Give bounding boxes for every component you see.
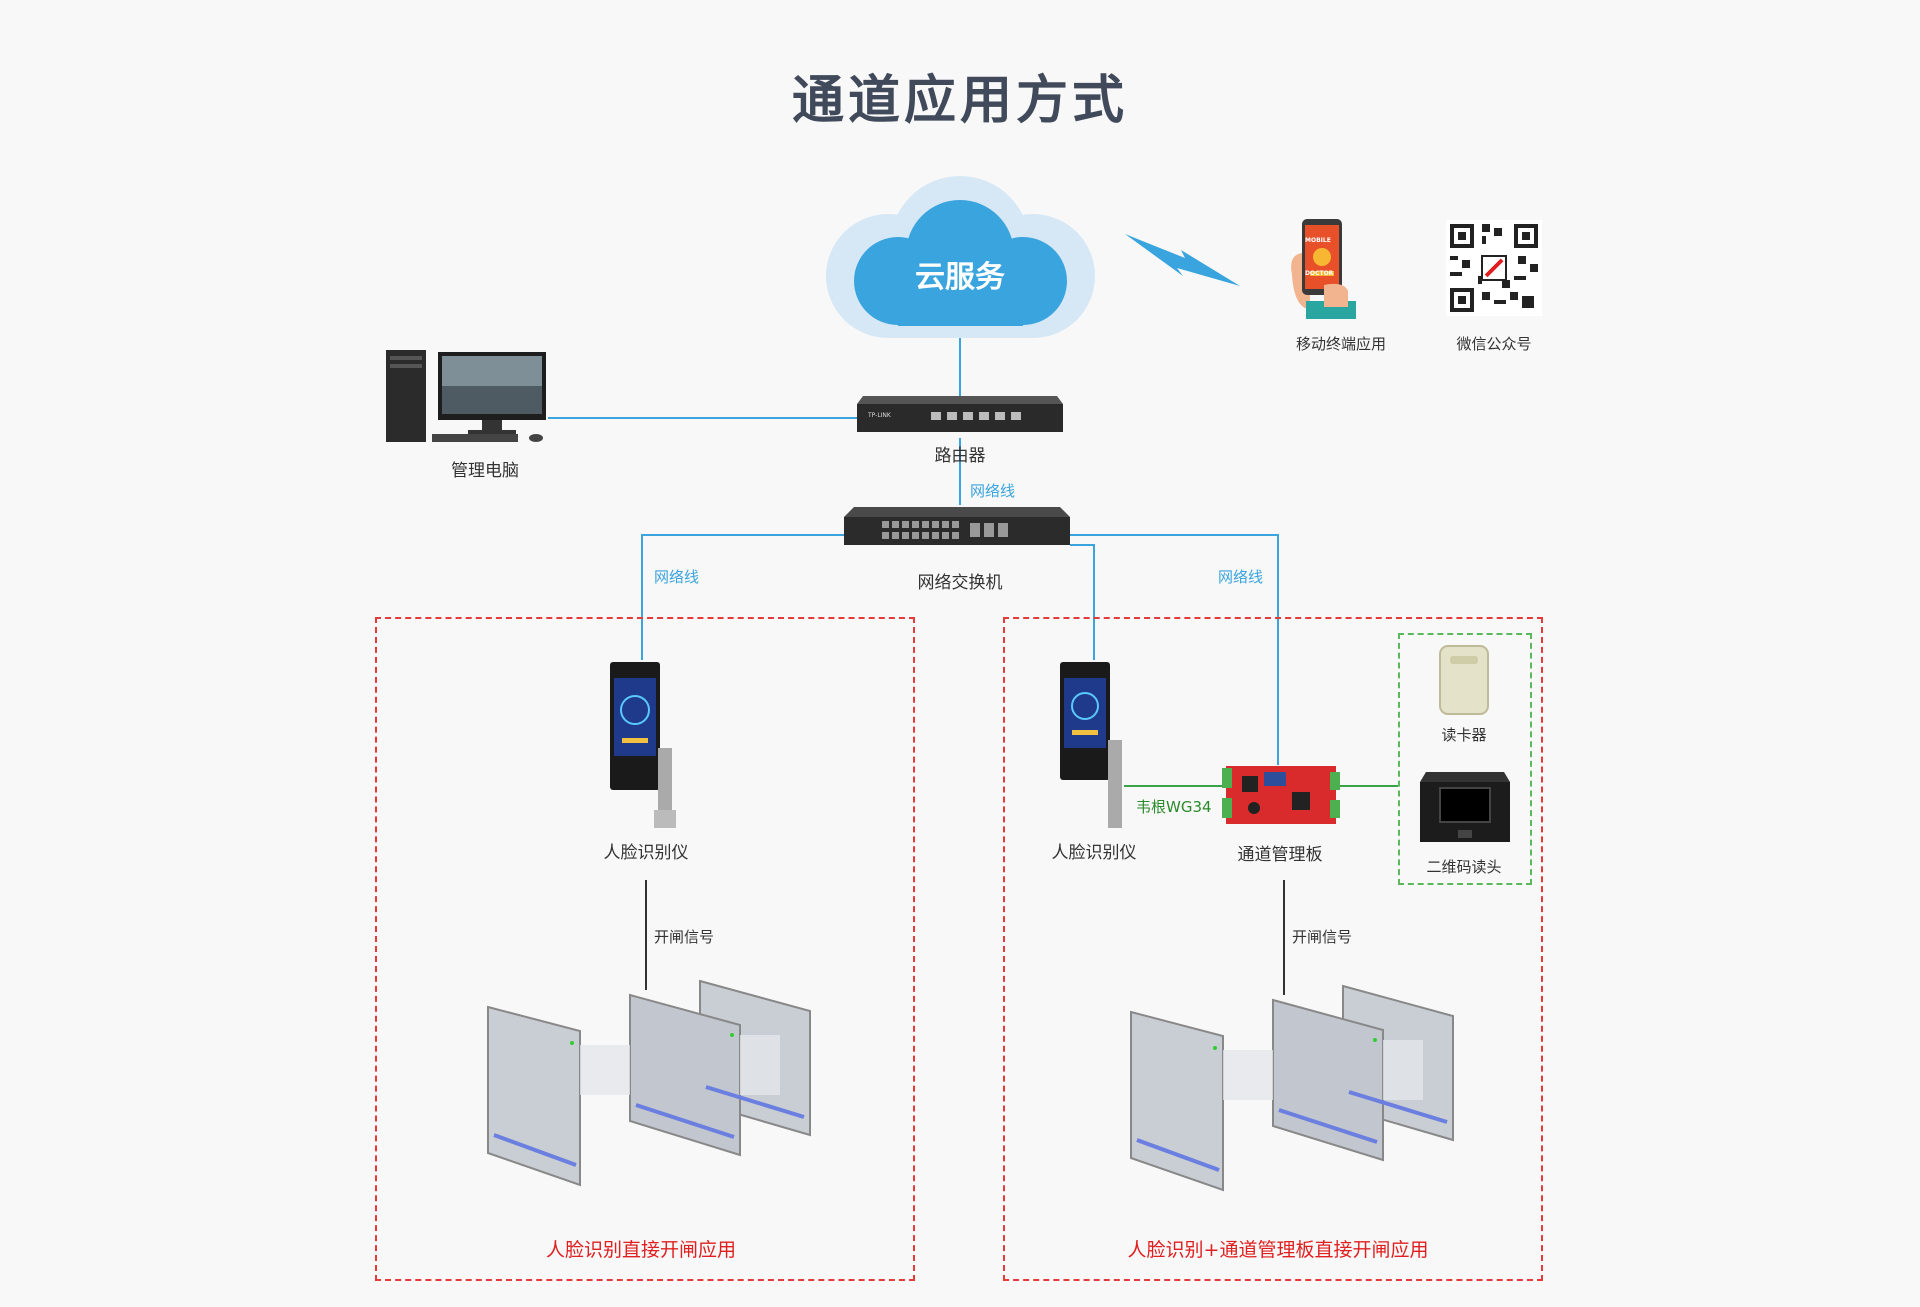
board-label: 通道管理板 [1237,845,1323,865]
controller-board-icon [1222,766,1340,824]
phone-screen-text-1: MOBILE [1305,237,1331,244]
phone-screen-text-2: DOCTOR [1305,270,1334,277]
face-terminal-right-icon [1060,662,1122,828]
line-switch-board [1070,534,1279,765]
line-switch-face-right [1070,544,1095,660]
turnstile-gates-right-icon [1130,984,1454,1192]
wechat-label: 微信公众号 [1456,335,1532,353]
zone-right [1003,617,1543,1281]
router-brand: TP-LINK [868,412,891,419]
qr-reader-label: 二维码读头 [1426,858,1502,876]
switch-label: 网络交换机 [917,573,1003,593]
page-title: 通道应用方式 [791,71,1128,131]
gate-signal-left-label: 开闸信号 [654,928,715,946]
net-line-label-center: 网络线 [970,482,1016,500]
net-line-label-right: 网络线 [1218,568,1264,586]
qr-reader-icon [1420,772,1510,842]
mobile-label: 移动终端应用 [1295,335,1387,353]
face-terminal-left-icon [610,662,676,828]
zone-left [375,617,915,1281]
net-line-label-left: 网络线 [654,568,700,586]
card-reader-icon [1439,645,1489,715]
zone-left-label: 人脸识别直接开闸应用 [545,1239,737,1261]
turnstile-gates-left-icon [487,979,811,1187]
reader-group [1398,633,1532,885]
face-right-label: 人脸识别仪 [1051,843,1137,863]
router-label: 路由器 [934,446,986,466]
face-left-label: 人脸识别仪 [603,843,689,863]
qr-code-icon [1446,220,1542,316]
computer-icon [386,350,546,442]
wiegand-label: 韦根WG34 [1136,798,1212,816]
network-switch-icon [844,507,1070,545]
zone-right-label: 人脸识别+通道管理板直接开闸应用 [1127,1239,1429,1261]
router-icon [857,396,1063,432]
gate-signal-right-label: 开闸信号 [1292,928,1353,946]
pc-label: 管理电脑 [451,461,519,481]
card-reader-label: 读卡器 [1441,726,1487,744]
cloud-label: 云服务 [915,260,1005,295]
wireless-signal-icon [1125,234,1240,286]
cloud-icon [826,176,1095,338]
mobile-phone-icon [1291,219,1356,319]
